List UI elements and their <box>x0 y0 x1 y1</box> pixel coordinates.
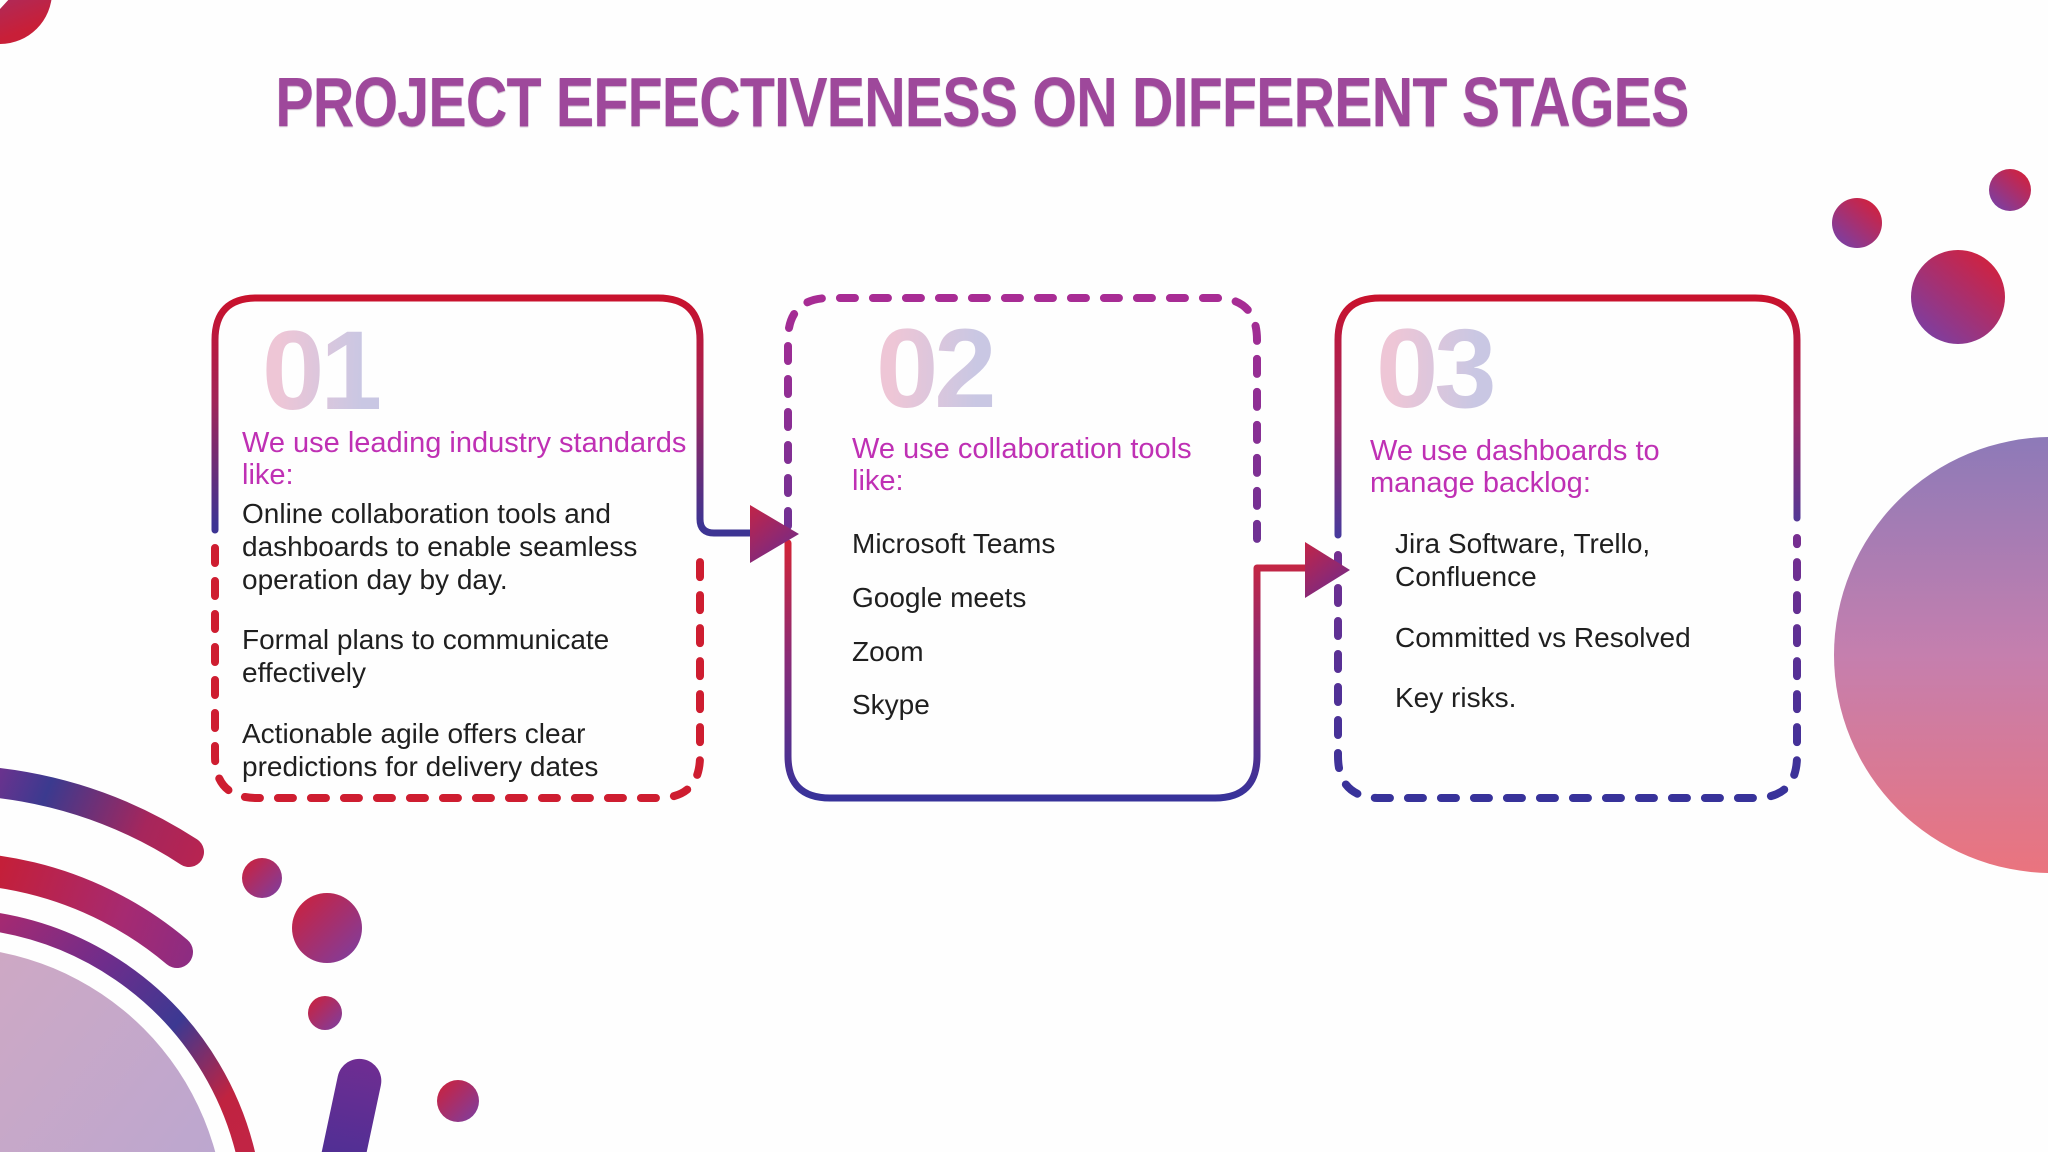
card1-number: 01 <box>262 308 383 433</box>
top-left-blob <box>0 0 52 44</box>
card2-item: Skype <box>852 689 930 721</box>
flow-arrow-2-icon <box>1305 542 1350 598</box>
top-right-confetti-circles <box>1832 169 2031 344</box>
card3-item: Key risks. <box>1395 682 1517 714</box>
flow-arrow-1-icon <box>750 505 799 563</box>
card1-heading: We use leading industry standards like: <box>242 427 687 492</box>
card3-number: 03 <box>1376 306 1497 431</box>
card3-body: Jira Software, Trello, Confluence Commit… <box>1395 528 1715 743</box>
card3-item: Jira Software, Trello, Confluence <box>1395 528 1651 592</box>
right-gradient-circle <box>1834 437 2048 873</box>
page-title: PROJECT EFFECTIVENESS ON DIFFERENT STAGE… <box>275 63 1689 141</box>
card2-number: 02 <box>876 306 997 431</box>
card3-item: Committed vs Resolved <box>1395 621 1691 653</box>
card1-item: Online collaboration tools and dashboard… <box>242 498 638 595</box>
card1-body: Online collaboration tools and dashboard… <box>242 498 662 811</box>
card2-body: Microsoft Teams Google meets Zoom Skype <box>852 528 1222 743</box>
card2-item: Zoom <box>852 635 924 667</box>
card1-item: Formal plans to communicate effectively <box>242 624 610 688</box>
card2-heading: We use collaboration tools like: <box>852 433 1192 498</box>
card3-heading: We use dashboards to manage backlog: <box>1370 435 1660 500</box>
bottom-left-arc-cluster <box>0 768 479 1152</box>
card1-item: Actionable agile offers clear prediction… <box>242 717 599 782</box>
card2-item: Microsoft Teams <box>852 528 1056 559</box>
card2-item: Google meets <box>852 581 1027 613</box>
